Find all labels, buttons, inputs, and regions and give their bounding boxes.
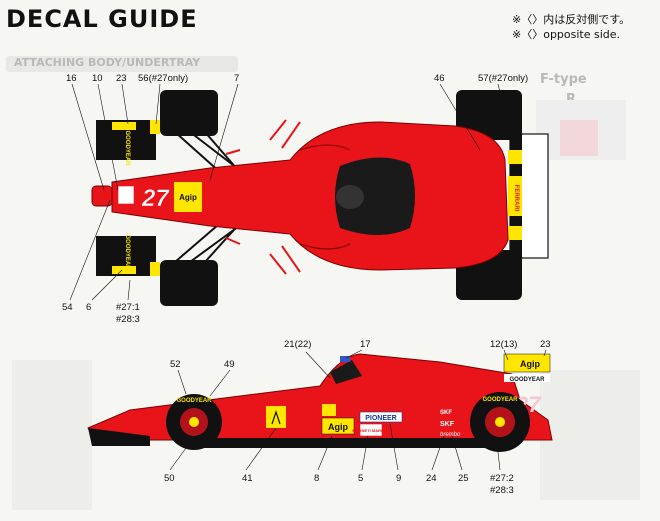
callout-57: 57(#27only) bbox=[478, 73, 528, 84]
side-pioneer-text: PIONEER bbox=[365, 415, 397, 422]
faint-header-bar bbox=[6, 56, 238, 72]
side-brembo-text: brembo bbox=[440, 432, 461, 438]
callout-9: 9 bbox=[396, 473, 401, 484]
callout-5: 5 bbox=[358, 473, 363, 484]
callout-6: 6 bbox=[86, 302, 91, 313]
faint-panel-left bbox=[12, 360, 92, 510]
floor bbox=[200, 438, 500, 448]
decal-57-top bbox=[508, 150, 522, 164]
side-skf-badge: SKF bbox=[440, 410, 452, 416]
note-japanese: ※〈〉内は反対側です。 bbox=[512, 13, 631, 26]
callout-41: 41 bbox=[242, 473, 253, 484]
rear-wing-agip-panel bbox=[503, 353, 551, 373]
front-wheel-top bbox=[160, 90, 218, 136]
callout-10: 10 bbox=[92, 73, 103, 84]
agip-dog-logo bbox=[322, 404, 336, 416]
callout-27-qty-side: #27:2 bbox=[490, 473, 514, 484]
nose-agip-text: Agip bbox=[179, 193, 197, 202]
callout-27-qty-top: #27:1 bbox=[116, 302, 140, 313]
helmet bbox=[336, 185, 364, 209]
notes: ※〈〉内は反対側です。 ※〈〉opposite side. bbox=[512, 12, 630, 42]
callout-23-side: 23 bbox=[540, 339, 551, 350]
sidepod-line-bottom bbox=[299, 243, 351, 250]
callout-23-top: 23 bbox=[116, 73, 127, 84]
side-skf-text: SKF bbox=[440, 421, 455, 428]
helmet-side bbox=[330, 360, 362, 384]
side-marelli-text: MAGNETI MARELLI bbox=[352, 428, 389, 433]
prancing-horse-icon bbox=[271, 410, 281, 425]
callout-25: 25 bbox=[458, 473, 469, 484]
faint-subtitle: F-type bbox=[540, 72, 587, 87]
faint-panel-right bbox=[540, 370, 640, 500]
nose-car-number: 27 bbox=[141, 185, 170, 212]
callout-17: 17 bbox=[360, 339, 371, 350]
rear-wing-agip-text: Agip bbox=[520, 359, 540, 369]
side-agip-panel bbox=[321, 417, 355, 435]
front-wing-decal-6 bbox=[112, 266, 136, 274]
nose-agip-panel bbox=[174, 182, 202, 212]
callout-46: 46 bbox=[434, 73, 445, 84]
front-hub bbox=[189, 417, 199, 427]
callout-56: 56(#27only) bbox=[138, 73, 188, 84]
sidepod-line-top bbox=[299, 144, 351, 151]
callout-28-qty-top: #28:3 bbox=[116, 314, 140, 325]
callout-16: 16 bbox=[66, 73, 77, 84]
decal-57-bottom bbox=[508, 226, 522, 240]
side-marelli-panel bbox=[359, 423, 383, 437]
callout-49: 49 bbox=[224, 359, 235, 370]
top-view-car: FERRARI Agip 27 GOODYEAR GOODYEAR bbox=[91, 90, 549, 306]
callout-12: 12(13) bbox=[490, 339, 517, 350]
ferrari-shield bbox=[266, 406, 286, 428]
page-title: DECAL GUIDE bbox=[6, 5, 198, 33]
mirror-top bbox=[269, 119, 301, 149]
front-wing-goodyear-top: GOODYEAR bbox=[124, 130, 130, 166]
side-agip-text: Agip bbox=[328, 422, 348, 432]
front-wheel-bottom bbox=[160, 260, 218, 306]
rear-wing-ferrari-text: FERRARI bbox=[513, 185, 519, 212]
front-wing-side bbox=[88, 428, 150, 446]
faint-mark: R bbox=[566, 92, 577, 107]
front-tyre-goodyear: GOODYEAR bbox=[176, 398, 212, 404]
callout-54: 54 bbox=[62, 302, 73, 313]
cockpit bbox=[335, 157, 415, 235]
body-top bbox=[111, 121, 509, 271]
nose-marelli-decal bbox=[117, 185, 135, 205]
callout-52: 52 bbox=[170, 359, 181, 370]
rear-wing-goodyear-strip bbox=[504, 374, 550, 382]
callout-8: 8 bbox=[314, 473, 319, 484]
callout-21: 21(22) bbox=[284, 339, 311, 350]
rear-tyre-goodyear: GOODYEAR bbox=[482, 397, 518, 403]
callout-7: 7 bbox=[234, 73, 239, 84]
front-wing-goodyear-bottom: GOODYEAR bbox=[124, 234, 130, 270]
callout-24: 24 bbox=[426, 473, 437, 484]
side-leaders bbox=[169, 349, 547, 471]
note-english: ※〈〉opposite side. bbox=[512, 28, 621, 41]
bargeboards bbox=[225, 149, 241, 245]
callout-50: 50 bbox=[164, 473, 175, 484]
decal-56-top bbox=[150, 120, 160, 134]
side-pioneer-panel bbox=[359, 411, 403, 423]
rear-wing-ferrari-decal bbox=[508, 176, 522, 216]
faint-decal-ghost bbox=[560, 120, 598, 156]
faint-header-text: ATTACHING BODY/UNDERTRAY bbox=[14, 56, 201, 69]
decal-56-bottom bbox=[150, 262, 160, 276]
rear-wheel-top bbox=[456, 90, 522, 140]
side-view-car: Agip PIONEER MAGNETI MARELLI SKF SKF bre… bbox=[87, 353, 553, 452]
mirror-bottom bbox=[269, 245, 301, 275]
decal-17 bbox=[340, 356, 350, 362]
nose-tip bbox=[91, 185, 113, 207]
callout-28-qty-side: #28:3 bbox=[490, 485, 514, 496]
rear-wing-goodyear-text: GOODYEAR bbox=[509, 377, 545, 383]
front-wing-decal-23 bbox=[112, 122, 136, 130]
top-leaders bbox=[69, 83, 515, 301]
rear-hub bbox=[495, 417, 505, 427]
